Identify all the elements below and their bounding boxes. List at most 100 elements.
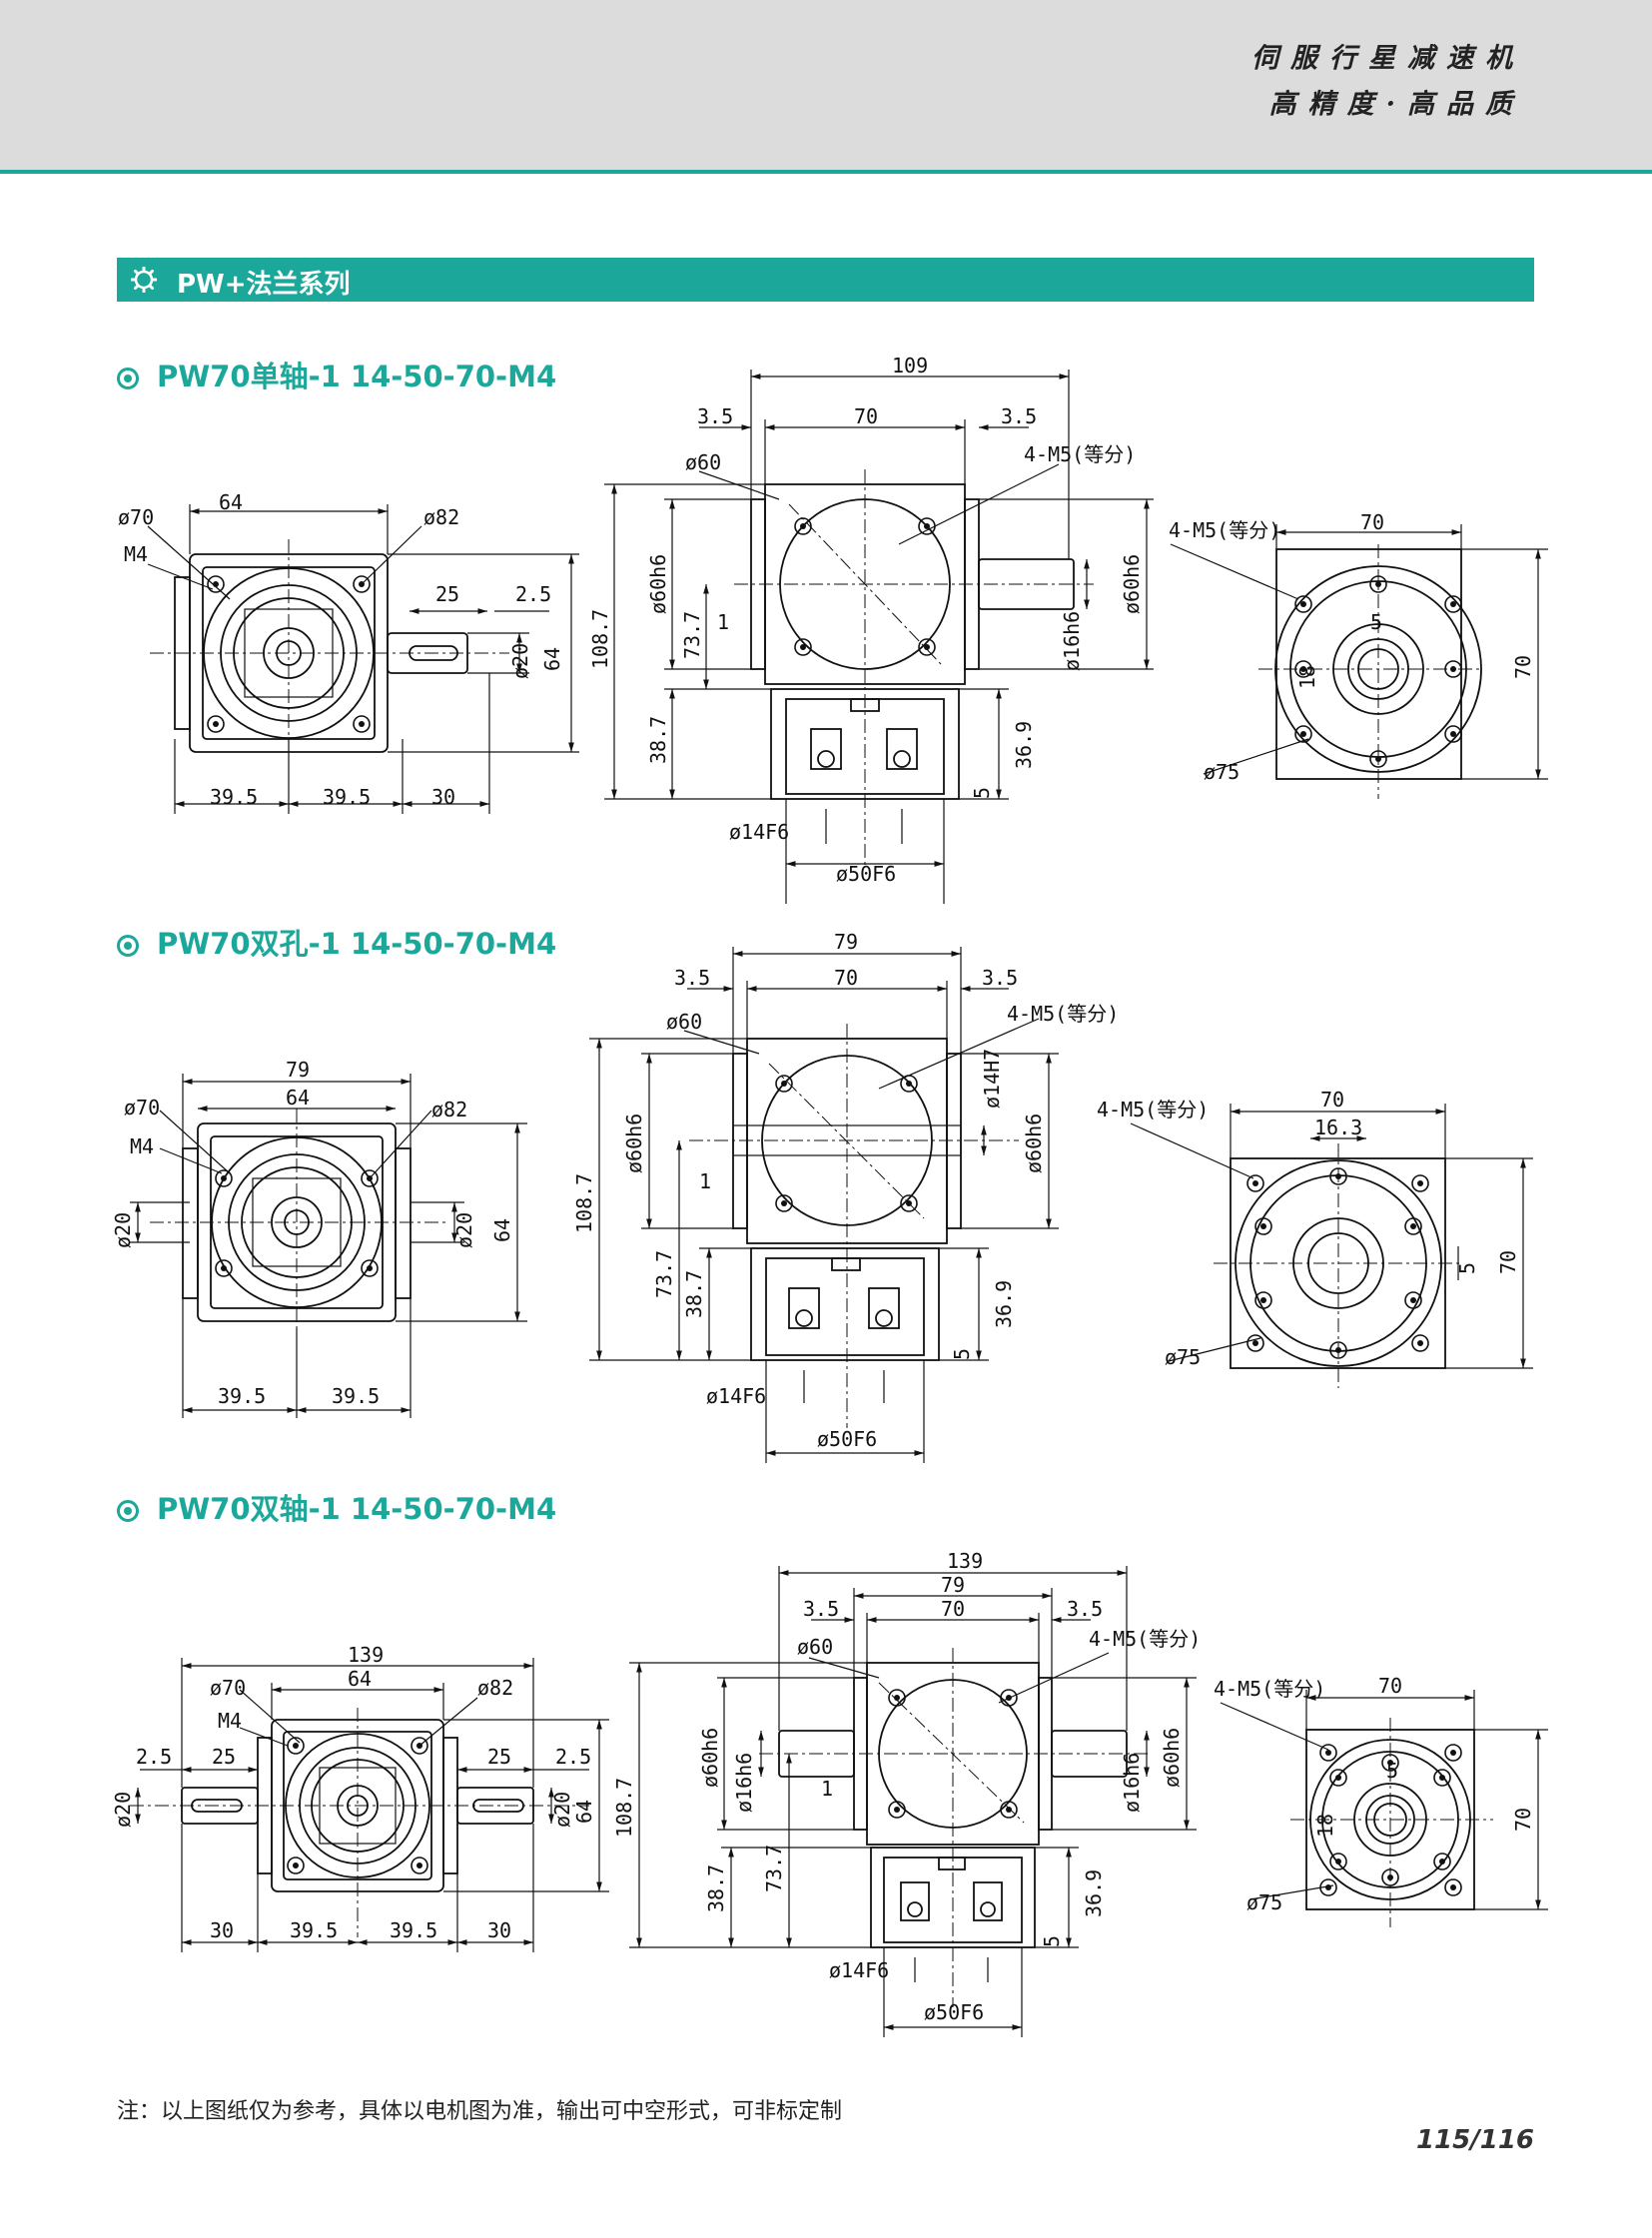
s3-end-w70: 70 bbox=[1378, 1674, 1402, 1698]
s1-front-b395b: 39.5 bbox=[323, 785, 371, 809]
s3-side-d60: ø60 bbox=[797, 1635, 833, 1659]
header-tagline-2: 高精度·高品质 bbox=[1268, 89, 1524, 120]
s1-end-five: 5 bbox=[1370, 610, 1382, 634]
bullet-icon bbox=[117, 935, 139, 957]
s2-side-w79: 79 bbox=[834, 930, 858, 954]
s3-side-d16h6b: ø16h6 bbox=[1120, 1753, 1144, 1813]
s2-side-five: 5 bbox=[950, 1348, 974, 1360]
s3-side-w139: 139 bbox=[947, 1549, 983, 1573]
s1-front-h64: 64 bbox=[540, 647, 564, 671]
s1-side-l35b: 3.5 bbox=[1001, 404, 1037, 428]
s3-side-five: 5 bbox=[1040, 1935, 1064, 1947]
s2-side-d50f6: ø50F6 bbox=[817, 1427, 877, 1451]
s3-side-d16h6a: ø16h6 bbox=[732, 1753, 756, 1813]
header-tagline-1: 伺服行星减速机 bbox=[1251, 43, 1524, 74]
s1-front-l25b: 2.5 bbox=[515, 582, 551, 606]
s3-side-one: 1 bbox=[821, 1777, 833, 1801]
s3-side-d60h6b: ø60h6 bbox=[1160, 1728, 1184, 1788]
section-title-1: PW70单轴-1 14-50-70-M4 bbox=[117, 354, 556, 395]
s3-end-d75: ø75 bbox=[1246, 1890, 1282, 1914]
s2-front-b395a: 39.5 bbox=[218, 1384, 266, 1408]
s3-side-h369: 36.9 bbox=[1082, 1869, 1106, 1917]
s2-end-d75: ø75 bbox=[1165, 1345, 1201, 1369]
s2-side-h369: 36.9 bbox=[992, 1280, 1016, 1328]
s1-front-b395a: 39.5 bbox=[210, 785, 258, 809]
s3-side-l35a: 3.5 bbox=[803, 1597, 839, 1621]
s3-front-l25a: 2.5 bbox=[136, 1745, 172, 1769]
s2-front-w79: 79 bbox=[286, 1058, 310, 1082]
s3-front-d70: ø70 bbox=[210, 1676, 246, 1700]
s2-side-d14f6: ø14F6 bbox=[706, 1384, 766, 1408]
s1-end-eighteen: 18 bbox=[1295, 665, 1319, 689]
s1-side-d14f6: ø14F6 bbox=[729, 820, 789, 844]
s3-front-l25d: 2.5 bbox=[555, 1745, 591, 1769]
s3-front-d82: ø82 bbox=[477, 1676, 513, 1700]
s1-front-d70: ø70 bbox=[118, 505, 154, 529]
gear-icon bbox=[131, 267, 157, 293]
s2-side-h737: 73.7 bbox=[652, 1250, 676, 1298]
s2-front-b395b: 39.5 bbox=[332, 1384, 380, 1408]
s1-side-one: 1 bbox=[717, 610, 729, 634]
section-title-2: PW70双孔-1 14-50-70-M4 bbox=[117, 921, 556, 963]
s2-front-d20b: ø20 bbox=[452, 1212, 476, 1248]
s1-side-h1087: 108.7 bbox=[588, 609, 612, 669]
s1-end-w70: 70 bbox=[1360, 510, 1384, 534]
s2-front-d82: ø82 bbox=[431, 1098, 467, 1121]
s2-end-m5: 4-M5(等分) bbox=[1097, 1098, 1209, 1121]
s1-side-d60: ø60 bbox=[685, 450, 721, 474]
s3-end-m5: 4-M5(等分) bbox=[1214, 1677, 1325, 1701]
s2-side-d60h6a: ø60h6 bbox=[622, 1114, 646, 1173]
s1-front-b30: 30 bbox=[431, 785, 455, 809]
s1-side-five: 5 bbox=[970, 787, 994, 799]
section-title-3: PW70双轴-1 14-50-70-M4 bbox=[117, 1486, 556, 1528]
s3-side-d60h6a: ø60h6 bbox=[698, 1728, 722, 1788]
s2-side-d60: ø60 bbox=[666, 1010, 702, 1034]
s2-front-w64: 64 bbox=[286, 1086, 310, 1110]
s3-front-d20a: ø20 bbox=[111, 1792, 135, 1828]
header-band bbox=[0, 0, 1652, 170]
s1-side-w70: 70 bbox=[854, 404, 878, 428]
s1-side-d50f6: ø50F6 bbox=[836, 862, 896, 886]
s3-front-h64: 64 bbox=[572, 1800, 596, 1824]
s3-side-h1087: 108.7 bbox=[612, 1778, 636, 1838]
bullet-icon bbox=[117, 368, 139, 389]
s2-side-h387: 38.7 bbox=[682, 1270, 706, 1318]
s3-side-m5: 4-M5(等分) bbox=[1089, 1627, 1201, 1651]
s3-end-h70: 70 bbox=[1511, 1808, 1535, 1832]
s1-end-h70: 70 bbox=[1511, 655, 1535, 679]
s1-side-m5: 4-M5(等分) bbox=[1024, 442, 1136, 466]
s2-side-w70: 70 bbox=[834, 966, 858, 990]
s3-front-w139: 139 bbox=[348, 1643, 384, 1667]
s2-side-d14h7: ø14H7 bbox=[980, 1049, 1004, 1109]
s2-side-l35a: 3.5 bbox=[674, 966, 710, 990]
s2-end-h70: 70 bbox=[1496, 1250, 1520, 1274]
s2-side-l35b: 3.5 bbox=[982, 966, 1018, 990]
s1-side-l35a: 3.5 bbox=[697, 404, 733, 428]
section-title-3-text: PW70双轴-1 14-50-70-M4 bbox=[157, 1492, 557, 1526]
s1-side-h369: 36.9 bbox=[1012, 721, 1036, 769]
section-title-1-text: PW70单轴-1 14-50-70-M4 bbox=[157, 360, 557, 393]
s1-front-l25: 25 bbox=[435, 582, 459, 606]
s3-side-w79: 79 bbox=[941, 1573, 965, 1597]
s3-side-h737: 73.7 bbox=[762, 1845, 786, 1892]
s1-side-d16h6: ø16h6 bbox=[1060, 611, 1084, 671]
s3-side-w70: 70 bbox=[941, 1597, 965, 1621]
s3-side-l35b: 3.5 bbox=[1067, 1597, 1103, 1621]
section-title-2-text: PW70双孔-1 14-50-70-M4 bbox=[157, 927, 557, 961]
s3-end-five: 5 bbox=[1386, 1759, 1398, 1783]
s2-side-m5: 4-M5(等分) bbox=[1007, 1002, 1119, 1026]
header-divider bbox=[0, 170, 1652, 174]
s2-front-d70: ø70 bbox=[124, 1096, 160, 1119]
s3-end-eighteen: 18 bbox=[1313, 1814, 1337, 1838]
s2-side-one: 1 bbox=[699, 1169, 711, 1193]
s3-front-b395a: 39.5 bbox=[290, 1918, 338, 1942]
s1-end-m5: 4-M5(等分) bbox=[1169, 518, 1280, 542]
s2-end-w163: 16.3 bbox=[1314, 1116, 1362, 1139]
s3-front-l25b: 25 bbox=[212, 1745, 236, 1769]
series-banner: PW+法兰系列 bbox=[117, 258, 1534, 302]
footer-note: 注：以上图纸仅为参考，具体以电机图为准，输出可中空形式，可非标定制 bbox=[117, 2099, 843, 2124]
s1-side-w109: 109 bbox=[892, 354, 928, 377]
s1-end-d75: ø75 bbox=[1204, 760, 1239, 784]
s1-front-m4: M4 bbox=[124, 542, 148, 566]
